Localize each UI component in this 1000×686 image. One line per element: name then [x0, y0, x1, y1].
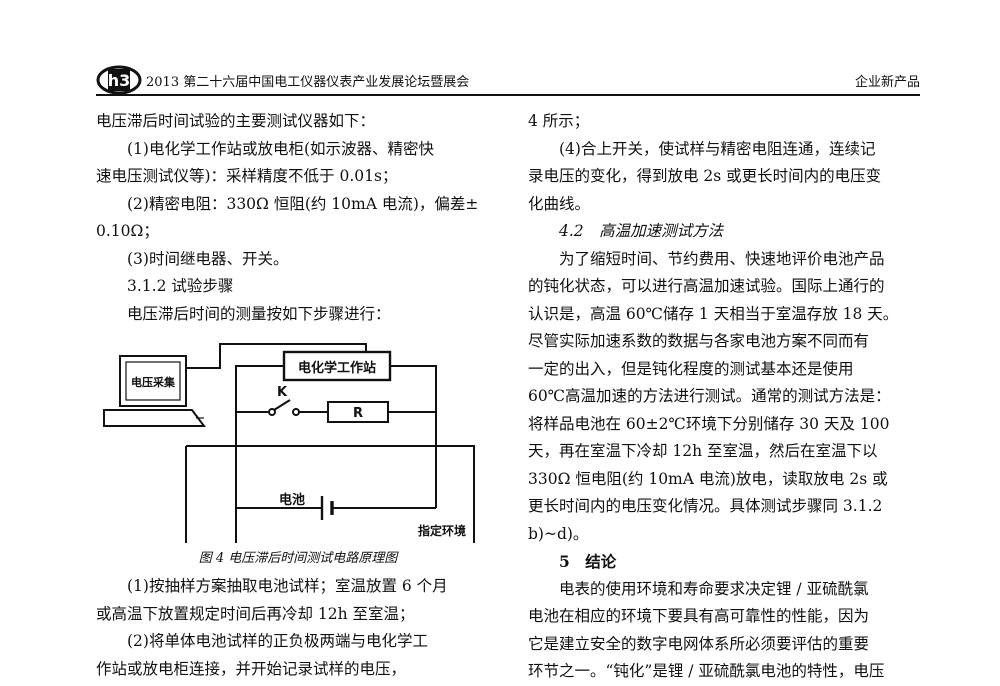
text-line: 尽管实际加速系数的数据与各家电池方案不同而有 — [528, 332, 870, 350]
text-line: 330Ω 恒电阻(约 10mA 电流)放电，读取放电 2s 或 — [528, 469, 888, 488]
left-column: 电压滞后时间试验的主要测试仪器如下： (1)电化学工作站或放电柜(如示波器、精密快… — [96, 108, 500, 683]
text-line: 5 结论 — [559, 552, 617, 571]
text-line: 0.10Ω； — [96, 222, 159, 240]
circuit-figure: 电压采集 电化学工作站 K R 电池 指定环境 — [96, 338, 500, 543]
text-line: (1)电化学工作站或放电柜(如示波器、精密快 — [127, 139, 435, 158]
text-line: 电压滞后时间的测量按如下步骤进行： — [127, 304, 391, 323]
switch-label: K — [277, 385, 288, 400]
header-rule — [96, 94, 920, 96]
text-line: 为了缩短时间、节约费用、快速地评价电池产品 — [559, 249, 885, 268]
text-line: 将样品电池在 60±2℃环境下分别储存 30 天及 100 — [528, 414, 890, 433]
text-line: 的钝化状态，可以进行高温加速试验。国际上通行的 — [528, 277, 885, 295]
text-line: (3)时间继电器、开关。 — [127, 249, 289, 268]
text-line: 作站或放电柜连接，并开始记录试样的电压， — [96, 659, 407, 678]
circuit-diagram: 电压采集 电化学工作站 K R 电池 指定环境 — [103, 343, 475, 543]
text-line: 3.1.2 试验步骤 — [127, 277, 234, 295]
text-line: 认识是，高温 60℃储存 1 天相当于室温存放 18 天。 — [528, 304, 899, 323]
signal-wire — [186, 343, 367, 369]
text-line: b)~d)。 — [528, 524, 589, 543]
text-line: (2)精密电阻：330Ω 恒阻(约 10mA 电流)，偏差± — [127, 194, 479, 213]
computer-keyboard — [103, 409, 206, 427]
text-line: 速电压测试仪等)：采样精度不低于 0.01s； — [96, 167, 398, 185]
paper-page: h3 2013 第二十六届中国电工仪器仪表产业发展论坛暨展会 企业新产品 电压滞… — [96, 65, 920, 680]
text-line: 天，再在室温下冷却 12h 至室温，然后在室温下以 — [528, 442, 878, 460]
battery-label: 电池 — [279, 492, 305, 508]
resistor-label: R — [353, 406, 363, 421]
text-line: 它是建立安全的数字电网体系所必须要评估的重要 — [528, 634, 870, 653]
left-wire — [235, 365, 284, 543]
text-line: 化曲线。 — [528, 194, 591, 213]
text-line: (4)合上开关，使试样与精密电阻连通，连续记 — [559, 139, 876, 158]
computer-label: 电压采集 — [131, 375, 176, 389]
left-text-bottom: (1)按抽样方案抽取电池试样；室温放置 6 个月或高温下放置规定时间后再冷却 1… — [96, 573, 500, 683]
text-line: 一定的出入，但是钝化程度的测试基本还是使用 — [528, 359, 854, 378]
left-text-top: 电压滞后时间试验的主要测试仪器如下： (1)电化学工作站或放电柜(如示波器、精密快… — [96, 108, 500, 328]
text-line: 录电压的变化，得到放电 2s 或更长时间内的电压变 — [528, 167, 882, 185]
environment-label: 指定环境 — [418, 523, 466, 538]
text-line: (2)将单体电池试样的正负极两端与电化学工 — [127, 632, 428, 650]
text-line: 电表的使用环境和寿命要求决定锂 / 亚硫酰氯 — [559, 579, 869, 598]
environment-box — [185, 445, 475, 543]
text-line: 电压滞后时间试验的主要测试仪器如下： — [96, 112, 376, 130]
workstation-label: 电化学工作站 — [298, 360, 376, 376]
text-line: 或高温下放置规定时间后再冷却 12h 至室温； — [96, 604, 415, 623]
conference-logo-icon: h3 — [96, 65, 142, 94]
computer-monitor — [119, 355, 187, 407]
right-column: 4 所示； (4)合上开关，使试样与精密电阻连通，连续记录电压的变化，得到放电 2… — [528, 108, 920, 686]
text-line: 电池在相应的环境下要具有高可靠性的性能，因为 — [528, 607, 870, 625]
switch-k — [273, 399, 291, 411]
text-line: 4 所示； — [528, 112, 590, 130]
text-line: 更长时间内的电压变化情况。具体测试步骤同 3.1.2 — [528, 497, 883, 515]
text-line: (1)按抽样方案抽取电池试样；室温放置 6 个月 — [127, 577, 448, 595]
logo-text: h3 — [108, 71, 131, 90]
header-conference-title: 2013 第二十六届中国电工仪器仪表产业发展论坛暨展会 — [146, 75, 470, 90]
right-text: 4 所示； (4)合上开关，使试样与精密电阻连通，连续记录电压的变化，得到放电 2… — [528, 108, 920, 686]
right-wire — [390, 365, 437, 508]
figure-caption: 图 4 电压滞后时间测试电路原理图 — [198, 551, 398, 566]
text-line: 60℃高温加速的方法进行测试。通常的测试方法是： — [528, 387, 891, 405]
text-line: 4.2 高温加速测试方法 — [559, 222, 724, 240]
header-section-name: 企业新产品 — [854, 75, 920, 90]
